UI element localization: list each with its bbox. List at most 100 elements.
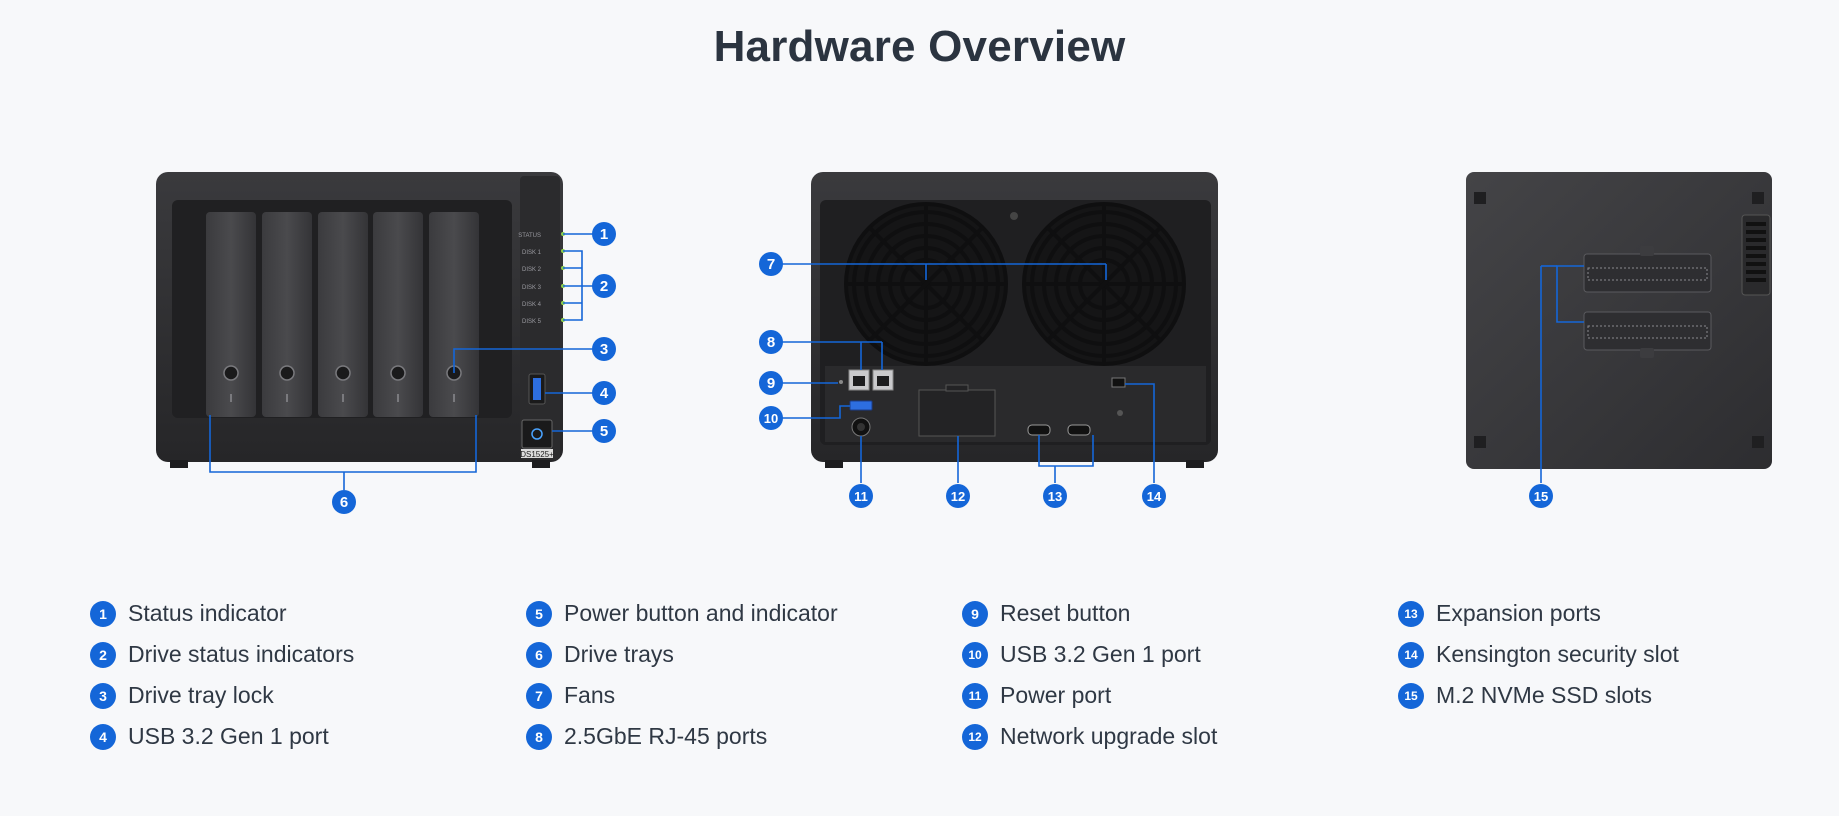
callout-badge-1: 1 (592, 222, 616, 246)
legend-number: 8 (526, 723, 552, 750)
legend-item: 12 Network upgrade slot (962, 723, 1217, 750)
svg-text:15: 15 (1534, 489, 1548, 504)
svg-text:3: 3 (600, 341, 608, 358)
kensington-slot (1111, 377, 1126, 388)
callout-badge-2: 2 (592, 274, 616, 298)
svg-text:12: 12 (951, 489, 965, 504)
svg-text:1: 1 (600, 226, 608, 243)
svg-text:10: 10 (764, 411, 778, 426)
legend-label: Network upgrade slot (1000, 723, 1218, 749)
legend-item: 8 2.5GbE RJ-45 ports (526, 723, 838, 750)
svg-text:DISK 4: DISK 4 (522, 302, 542, 308)
legend-number: 12 (962, 723, 988, 750)
callout-badge-11: 11 (849, 484, 873, 508)
reset-button (839, 380, 843, 384)
svg-text:13: 13 (1048, 489, 1062, 504)
model-label: DS1525+ (520, 450, 554, 459)
svg-text:DISK 5: DISK 5 (522, 319, 542, 325)
m2-slot-1 (1583, 253, 1712, 293)
svg-text:11: 11 (854, 489, 868, 504)
callout-badge-6: 6 (332, 490, 356, 514)
callout-badge-4: 4 (592, 381, 616, 405)
legend-number: 2 (90, 641, 116, 668)
legend-label: Drive tray lock (128, 682, 274, 708)
svg-text:2: 2 (600, 278, 608, 295)
legend-item: 2 Drive status indicators (90, 641, 354, 668)
hardware-views: STATUS DISK 1 DISK 2 DISK 3 DISK 4 DISK … (156, 172, 1772, 514)
legend-label: 2.5GbE RJ-45 ports (564, 723, 768, 749)
page-title: Hardware Overview (713, 22, 1126, 71)
callout-badge-9: 9 (759, 371, 783, 395)
legend-label: Drive status indicators (128, 641, 355, 667)
power-icon (531, 428, 543, 440)
bottom-view (1466, 172, 1772, 469)
m2-slot-2 (1583, 311, 1712, 351)
svg-text:4: 4 (600, 385, 609, 402)
legend-number: 6 (526, 641, 552, 668)
callout-badge-14: 14 (1142, 484, 1166, 508)
drive-tray-5 (429, 212, 479, 417)
legend-item: 11 Power port (962, 682, 1217, 709)
legend-label: USB 3.2 Gen 1 port (128, 723, 329, 749)
legend-number: 3 (90, 682, 116, 709)
tray-lock-icon (335, 365, 351, 381)
legend-label: Reset button (1000, 600, 1131, 626)
legend-label: M.2 NVMe SSD slots (1436, 682, 1652, 708)
front-leds: STATUS DISK 1 DISK 2 DISK 3 DISK 4 DISK … (518, 232, 565, 325)
legend-number: 15 (1398, 682, 1424, 709)
callout-badge-13: 13 (1043, 484, 1067, 508)
legend-item: 9 Reset button (962, 600, 1217, 627)
legend-label: USB 3.2 Gen 1 port (1000, 641, 1201, 667)
callout-badge-5: 5 (592, 419, 616, 443)
legend-number: 7 (526, 682, 552, 709)
drive-tray-4 (373, 212, 423, 417)
svg-text:8: 8 (767, 334, 775, 351)
legend-label: Power port (1000, 682, 1112, 708)
tray-lock-icon (223, 365, 239, 381)
callout-badge-8: 8 (759, 330, 783, 354)
svg-text:DISK 2: DISK 2 (522, 267, 542, 273)
legend-item: 15 M.2 NVMe SSD slots (1398, 682, 1679, 709)
tray-lock-icon (279, 365, 295, 381)
legend-item: 4 USB 3.2 Gen 1 port (90, 723, 354, 750)
legend-label: Kensington security slot (1436, 641, 1679, 667)
callout-badges: 1 2 3 4 5 6 7 8 9 10 11 12 13 14 15 (332, 222, 1553, 514)
svg-text:9: 9 (767, 375, 775, 392)
svg-text:STATUS: STATUS (518, 233, 541, 239)
legend-item: 10 USB 3.2 Gen 1 port (962, 641, 1217, 668)
callout-badge-15: 15 (1529, 484, 1553, 508)
fan-right (1022, 202, 1186, 366)
svg-text:DISK 1: DISK 1 (522, 250, 542, 256)
back-usb-port (849, 400, 873, 411)
svg-text:5: 5 (600, 423, 608, 440)
legend-column-3: 9 Reset button 10 USB 3.2 Gen 1 port 11 Pow… (962, 600, 1217, 764)
legend-number: 4 (90, 723, 116, 750)
tray-lock-icon (390, 365, 406, 381)
legend-number: 10 (962, 641, 988, 668)
drive-tray-1 (206, 212, 256, 417)
expansion-port-2 (1067, 424, 1091, 436)
expansion-port-1 (1027, 424, 1051, 436)
svg-text:14: 14 (1147, 489, 1162, 504)
legend-item: 3 Drive tray lock (90, 682, 354, 709)
svg-text:7: 7 (767, 256, 775, 273)
legend-number: 9 (962, 600, 988, 627)
legend-number: 11 (962, 682, 988, 709)
network-upgrade-slot (918, 389, 996, 437)
drive-tray-3 (318, 212, 368, 417)
svg-text:6: 6 (340, 494, 348, 511)
legend-label: Power button and indicator (564, 600, 838, 626)
front-view: STATUS DISK 1 DISK 2 DISK 3 DISK 4 DISK … (156, 172, 565, 468)
drive-tray-2 (262, 212, 312, 417)
callout-badge-3: 3 (592, 337, 616, 361)
legend-number: 13 (1398, 600, 1424, 627)
legend-number: 1 (90, 600, 116, 627)
